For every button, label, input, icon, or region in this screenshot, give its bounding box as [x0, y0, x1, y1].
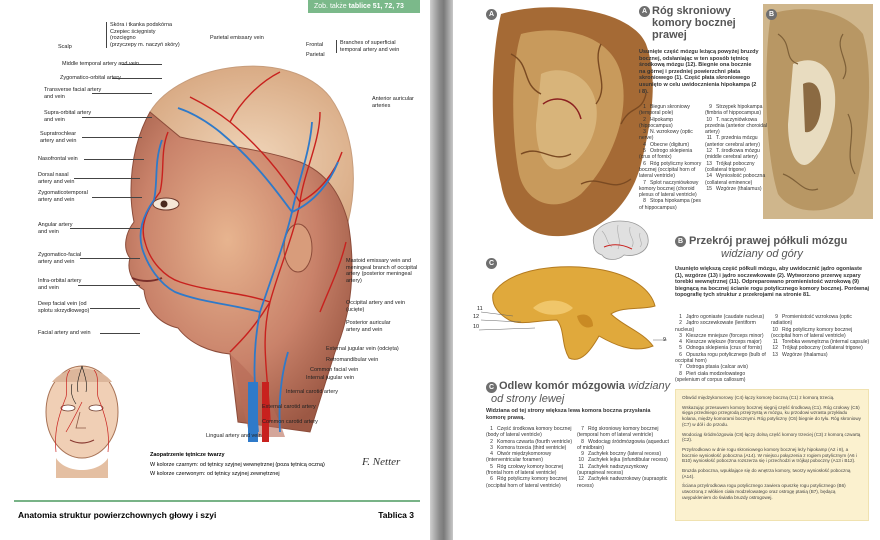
leader-line	[82, 137, 142, 138]
label-anterior-auricular: Anterior auricular arteries	[372, 96, 414, 109]
label-transverse-facial: Transverse facial artery and vein	[44, 87, 102, 100]
label-scalp: Scalp	[58, 44, 72, 50]
leader-line	[112, 78, 162, 79]
right-page: A B A Róg skroniowy komory bocznej prawe…	[453, 0, 880, 540]
section-b-title: Przekrój prawej półkuli mózgu	[689, 235, 848, 247]
cast-number-11: 11	[477, 306, 483, 312]
book-gutter	[430, 0, 453, 540]
leader-line	[122, 64, 162, 65]
label-external-jugular: External jugular vein (odcięta)	[326, 346, 399, 352]
artist-signature: F. Netter	[362, 456, 401, 468]
temporal-horn-dissection-photo	[481, 4, 663, 241]
note-paragraph: Bruzda poboczna, wpuklające się do wnętr…	[682, 468, 851, 479]
leader-line	[82, 117, 152, 118]
inset-legend-black: W kolorze czarnym: od tętnicy szyjnej we…	[150, 462, 325, 468]
label-parietal: Parietal	[306, 52, 325, 58]
note-paragraph: Przyśrodkowo w dnie rogu skroniowego kom…	[682, 446, 857, 464]
label-supra-orbital: Supra-orbital artery and vein	[44, 110, 92, 123]
figure-badge-a: A	[486, 9, 497, 20]
label-parietal-emissary-vein: Parietal emissary vein	[210, 35, 264, 41]
section-b-intro: Usunięto większą część półkuli mózgu, ab…	[675, 266, 870, 299]
leader-line	[90, 308, 140, 309]
hemisphere-section-photo	[763, 4, 873, 219]
leader-line	[92, 197, 142, 198]
label-infra-orbital: Infra-orbital artery and vein	[38, 278, 82, 291]
section-c-title: Odlew komór mózgowia widziany	[499, 380, 671, 392]
note-paragraph: Wskazując przesuwem komory bocznej sięgn…	[682, 404, 861, 427]
label-facial-artery-vein: Facial artery and vein	[38, 330, 91, 336]
section-badge-a: A	[639, 6, 650, 17]
label-frontal: Frontal	[306, 42, 324, 48]
label-dorsal-nasal: Dorsal nasal artery and vein	[38, 172, 75, 185]
figure-badge-c: C	[486, 258, 497, 269]
note-paragraph: Ściana przyśrodkowa rogu potylicznego za…	[682, 483, 846, 500]
label-nasofrontal: Nasofrontal vein	[38, 156, 78, 162]
label-external-carotid: External carotid artery	[262, 404, 316, 410]
label-supratrochlear: Supratrochlear artery and vein	[40, 131, 77, 144]
label-common-carotid: Common carotid artery	[262, 419, 318, 425]
leader-line	[92, 93, 152, 94]
leader-line	[70, 228, 140, 229]
section-c-subtitle: od strony lewej	[491, 393, 565, 405]
left-page: Zob. także tablice 51, 72, 73	[0, 0, 430, 540]
footer-rule	[14, 500, 420, 502]
leader-line	[78, 285, 140, 286]
leader-line	[100, 333, 140, 334]
label-lingual: Lingual artery and vein	[206, 433, 262, 439]
label-internal-jugular: Internal jugular vein	[306, 375, 355, 381]
brain-orientation-icon	[592, 220, 649, 260]
section-b-subtitle: widziany od góry	[721, 248, 803, 260]
inset-legend-title: Zaopatrzenie tętnicze twarzy	[150, 452, 225, 458]
leader-line	[84, 159, 144, 160]
inset-legend-red: W kolorze czerwonym: od tętnicy szyjnej …	[150, 471, 280, 477]
label-retromandibular: Retromandibular vein	[326, 357, 379, 363]
label-superficial-temporal-branches: Branches of superficial temporal artery …	[336, 40, 406, 53]
label-zygomaticotemporal: Zygomaticotemporal artery and vein	[38, 190, 88, 203]
footer-plate-number: Tablica 3	[378, 510, 414, 520]
leader-line	[74, 178, 140, 179]
section-c-intro: Widziana od tej strony większa lewa komo…	[486, 408, 651, 421]
label-zygomatico-facial: Zygomatico-facial artery and vein	[38, 252, 82, 265]
figure-badge-b: B	[766, 9, 777, 20]
footer-chapter-title: Anatomia struktur powierzchownych głowy …	[18, 510, 217, 520]
head-neck-vessels-illustration	[125, 65, 354, 442]
leader-line	[80, 258, 140, 259]
label-mastoid-emissary: Mastoid emissary vein and meningeal bran…	[346, 258, 418, 284]
label-zygomatico-orbital: Zygomatico-orbital artery	[60, 75, 121, 81]
section-a-title: Róg skroniowy komory bocznej prawej	[652, 5, 736, 41]
label-middle-temporal: Middle temporal artery and vein	[62, 61, 140, 67]
section-badge-c: C	[486, 382, 497, 393]
section-a-intro: Usunięte część mózgu leżącą powyżej bruz…	[639, 49, 759, 95]
ventricular-cast-image	[478, 266, 667, 360]
facial-arterial-supply-inset	[45, 365, 119, 478]
label-angular: Angular artery and vein	[38, 222, 73, 235]
label-deep-facial-vein: Deep facial vein (od splotu skrzydłowego…	[38, 301, 90, 314]
label-occipital-artery: Occipital artery and vein (ucięte)	[346, 300, 405, 313]
note-paragraph: Obwód międzykomorowy (C4) łączy komorę b…	[682, 395, 835, 400]
label-posterior-auricular: Posterior auricular artery and vein	[346, 320, 391, 333]
cast-number-10: 10	[473, 324, 480, 330]
scalp-layers-label: Skóra i tkanka podskórna Czepiec ścięgni…	[106, 22, 180, 48]
cast-number-9: 9	[663, 337, 667, 343]
note-paragraph: Wodociąg śródmózgowia (C8) łączy dolną c…	[682, 431, 861, 443]
notes-box: Obwód międzykomorowy (C4) łączy komorę b…	[675, 389, 869, 521]
label-common-facial-vein: Common facial vein	[310, 367, 359, 373]
section-badge-b: B	[675, 236, 686, 247]
cast-number-12: 12	[473, 314, 480, 320]
label-internal-carotid: Internal carotid artery	[286, 389, 338, 395]
cross-reference-bar: Zob. także tablice 51, 72, 73	[308, 0, 420, 13]
